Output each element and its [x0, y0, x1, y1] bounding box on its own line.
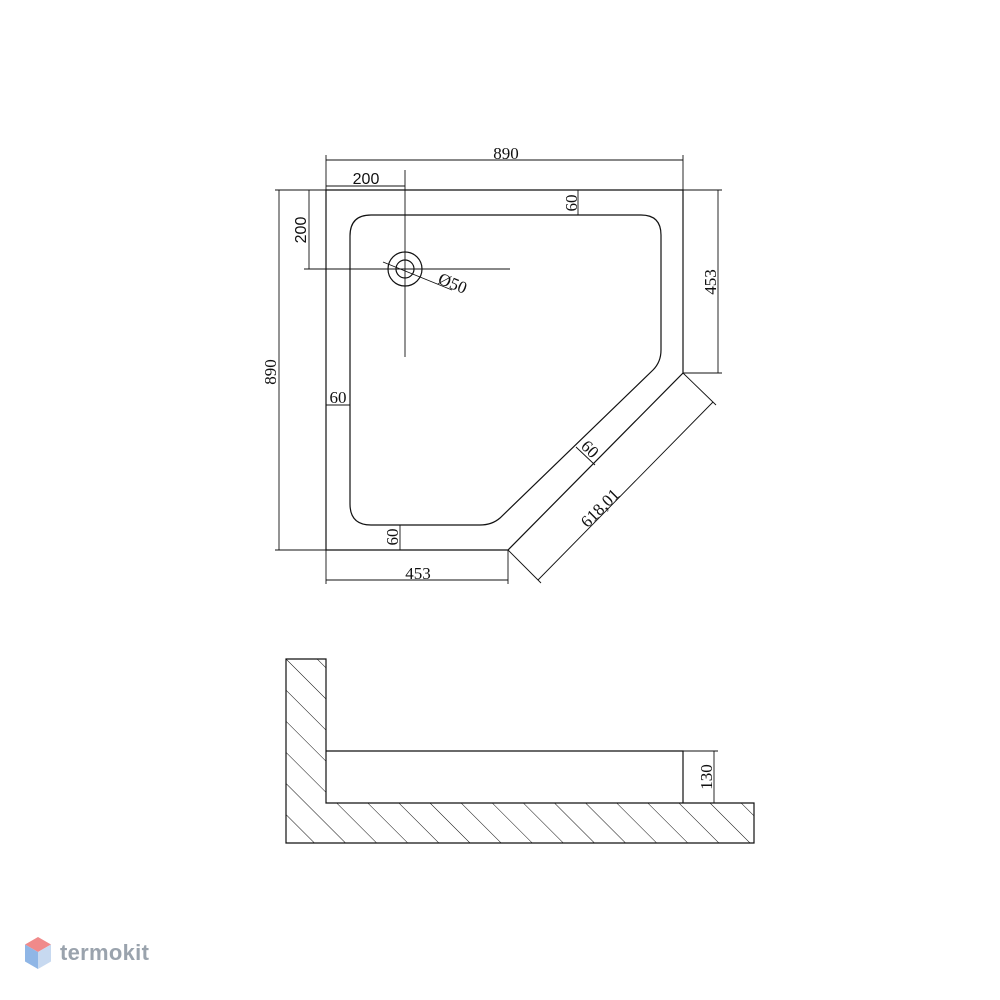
- svg-text:60: 60: [330, 388, 347, 407]
- svg-text:618,01: 618,01: [577, 485, 623, 531]
- section-view: 130: [285, 658, 755, 844]
- brand-name: termokit: [60, 940, 150, 965]
- dim-drain-offset-x: 200: [326, 171, 405, 188]
- dim-drain-offset-y: 200: [293, 190, 330, 270]
- section-body: [285, 658, 755, 844]
- dim-rim-top: 60: [562, 190, 581, 215]
- svg-text:890: 890: [493, 144, 519, 163]
- svg-text:200: 200: [293, 217, 310, 244]
- svg-text:453: 453: [701, 269, 720, 295]
- svg-text:60: 60: [562, 195, 581, 212]
- svg-text:200: 200: [353, 171, 380, 188]
- dim-rim-left: 60: [326, 388, 350, 407]
- tray-outline: [325, 189, 684, 551]
- section-tray-surface: [326, 750, 684, 803]
- drain-diameter-label: Ø50: [436, 269, 470, 298]
- brand-logo: termokit: [24, 936, 149, 970]
- svg-text:890: 890: [261, 359, 280, 385]
- dim-diagonal-length: 618,01: [507, 372, 717, 584]
- svg-text:453: 453: [405, 564, 431, 583]
- dim-rim-bottom: 60: [383, 525, 402, 550]
- dim-overall-depth: 890: [261, 189, 326, 551]
- svg-text:60: 60: [383, 529, 402, 546]
- top-view: Ø50 890 200 200 890: [261, 144, 722, 584]
- dim-side-right: 453: [683, 189, 722, 374]
- dim-overall-width: 890: [325, 144, 684, 190]
- dim-section-height: 130: [683, 750, 718, 803]
- tray-basin: [349, 214, 662, 526]
- svg-text:130: 130: [697, 764, 716, 790]
- dim-side-bottom: 453: [325, 550, 509, 584]
- cube-icon: [25, 937, 51, 969]
- drain: Ø50: [306, 170, 510, 357]
